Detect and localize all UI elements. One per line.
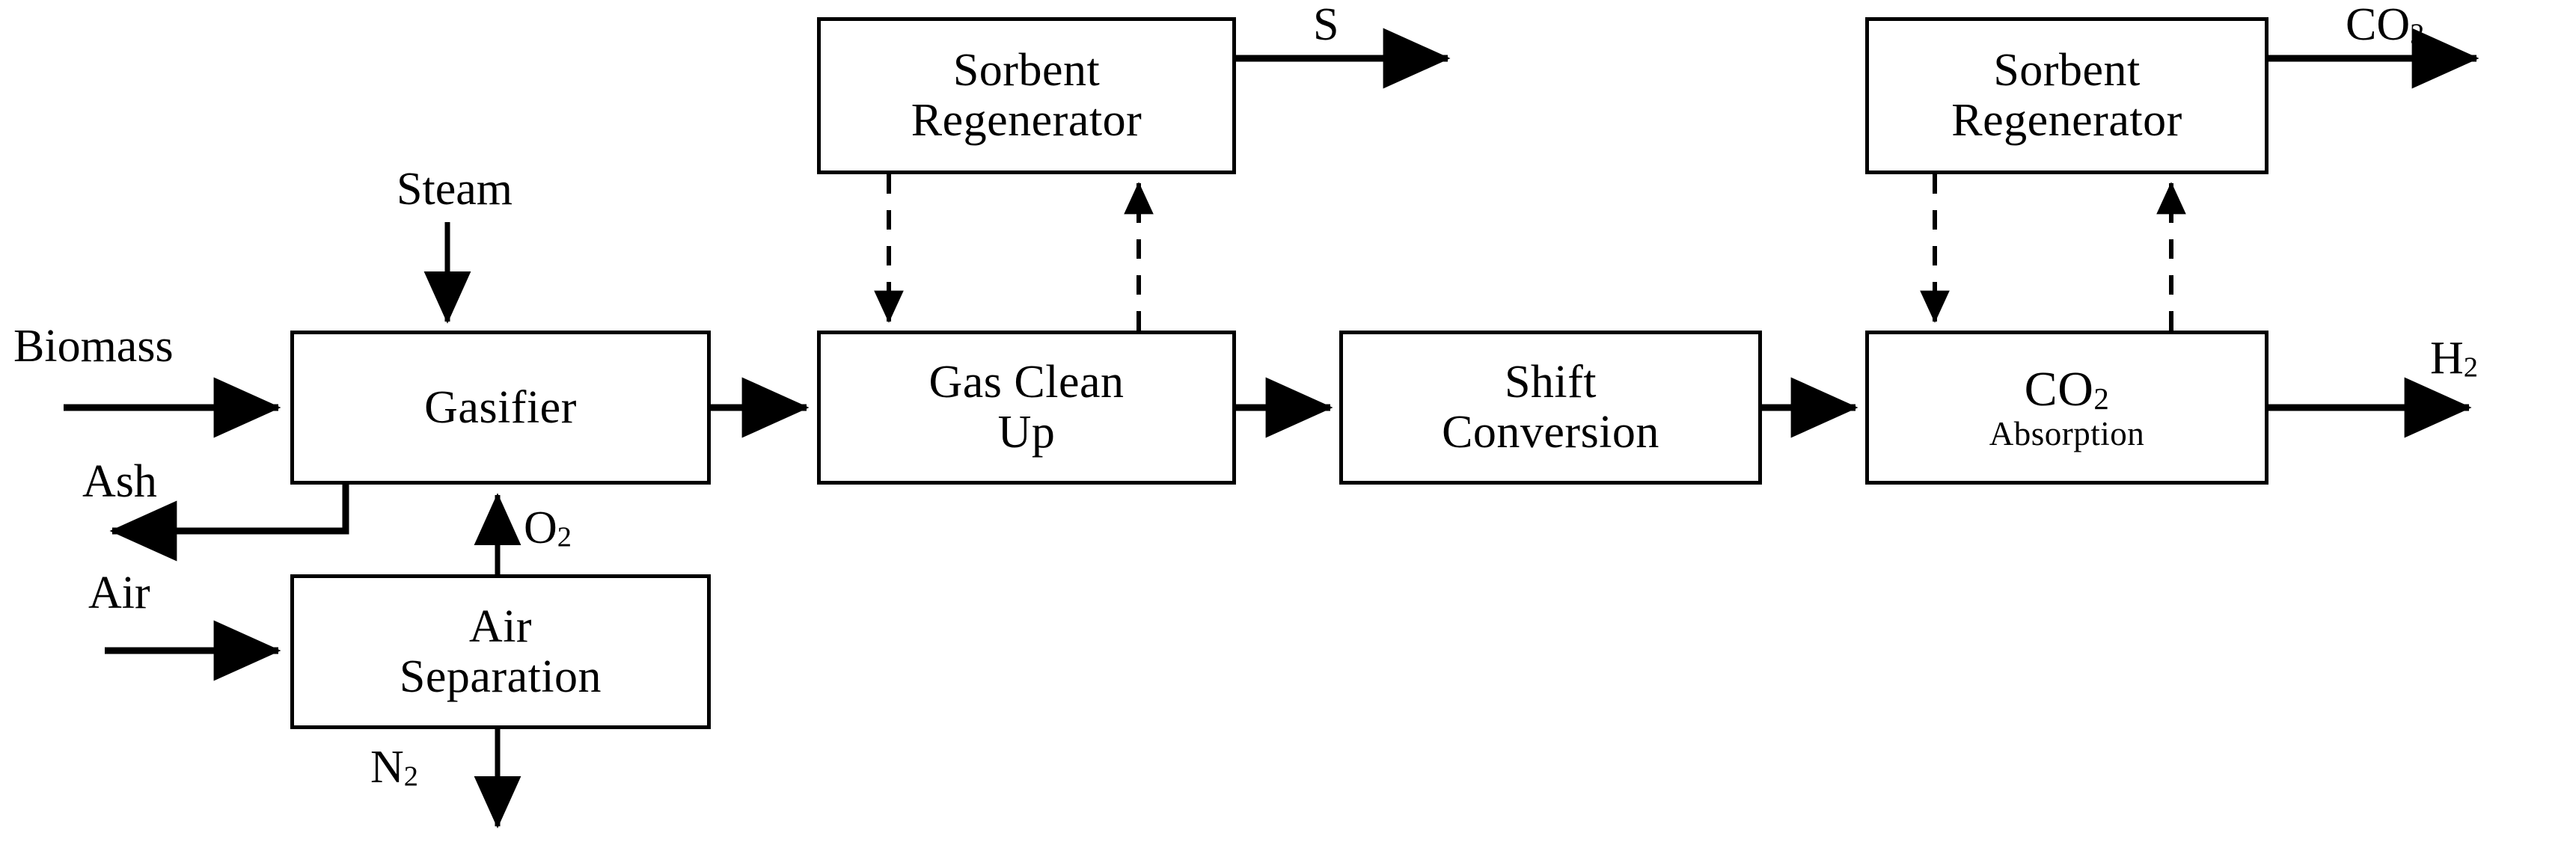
unit-co2-absorption[interactable]: CO2 Absorption: [1865, 331, 2268, 485]
unit-co2-absorption-formula-sub: 2: [2093, 381, 2110, 416]
unit-gas-clean-up-label-line2: Up: [997, 407, 1056, 458]
stream-label-biomass: Biomass: [13, 321, 174, 372]
stream-label-sulfur: S: [1313, 0, 1339, 50]
unit-sorbent-regenerator-sulfur-label-line2: Regenerator: [911, 95, 1142, 146]
unit-air-separation[interactable]: Air Separation: [290, 574, 711, 729]
unit-sorbent-regenerator-co2[interactable]: Sorbent Regenerator: [1865, 17, 2268, 174]
unit-sorbent-regenerator-co2-label-line1: Sorbent: [1993, 45, 2141, 96]
stream-label-oxygen: O2: [524, 505, 572, 552]
stream-label-nitrogen: N2: [370, 744, 418, 791]
unit-sorbent-regenerator-sulfur[interactable]: Sorbent Regenerator: [817, 17, 1236, 174]
unit-sorbent-regenerator-co2-label-line2: Regenerator: [1951, 95, 2182, 146]
stream-label-co2-out-main: CO: [2346, 0, 2411, 50]
stream-label-hydrogen-sub: 2: [2463, 351, 2478, 384]
stream-label-co2-out: CO2: [2346, 1, 2424, 49]
unit-shift-conversion-label-line2: Conversion: [1442, 407, 1659, 458]
stream-label-oxygen-main: O: [524, 503, 557, 553]
stream-label-hydrogen: H2: [2430, 335, 2478, 382]
unit-gas-clean-up[interactable]: Gas Clean Up: [817, 331, 1236, 485]
stream-label-nitrogen-sub: 2: [403, 761, 418, 793]
stream-ash-out: [109, 485, 349, 562]
stream-label-steam: Steam: [397, 164, 513, 215]
unit-gasifier[interactable]: Gasifier: [290, 331, 711, 485]
unit-co2-absorption-label-line1: CO2: [2025, 363, 2110, 416]
unit-gasifier-label: Gasifier: [424, 381, 577, 433]
unit-shift-conversion[interactable]: Shift Conversion: [1339, 331, 1762, 485]
unit-air-separation-label-line2: Separation: [399, 651, 602, 702]
stream-label-ash: Ash: [82, 456, 157, 507]
unit-co2-absorption-label-line2: Absorption: [1989, 415, 2145, 453]
unit-air-separation-label-line1: Air: [468, 600, 533, 652]
unit-sorbent-regenerator-sulfur-label-line1: Sorbent: [952, 45, 1101, 96]
stream-label-air: Air: [88, 568, 150, 618]
unit-shift-conversion-label-line1: Shift: [1504, 357, 1597, 408]
stream-label-oxygen-sub: 2: [557, 521, 572, 553]
stream-label-nitrogen-main: N: [370, 742, 404, 793]
unit-co2-absorption-formula-main: CO: [2024, 362, 2094, 417]
unit-gas-clean-up-label-line1: Gas Clean: [928, 357, 1125, 408]
stream-label-co2-out-sub: 2: [2410, 18, 2425, 50]
stream-label-hydrogen-main: H: [2430, 333, 2464, 384]
